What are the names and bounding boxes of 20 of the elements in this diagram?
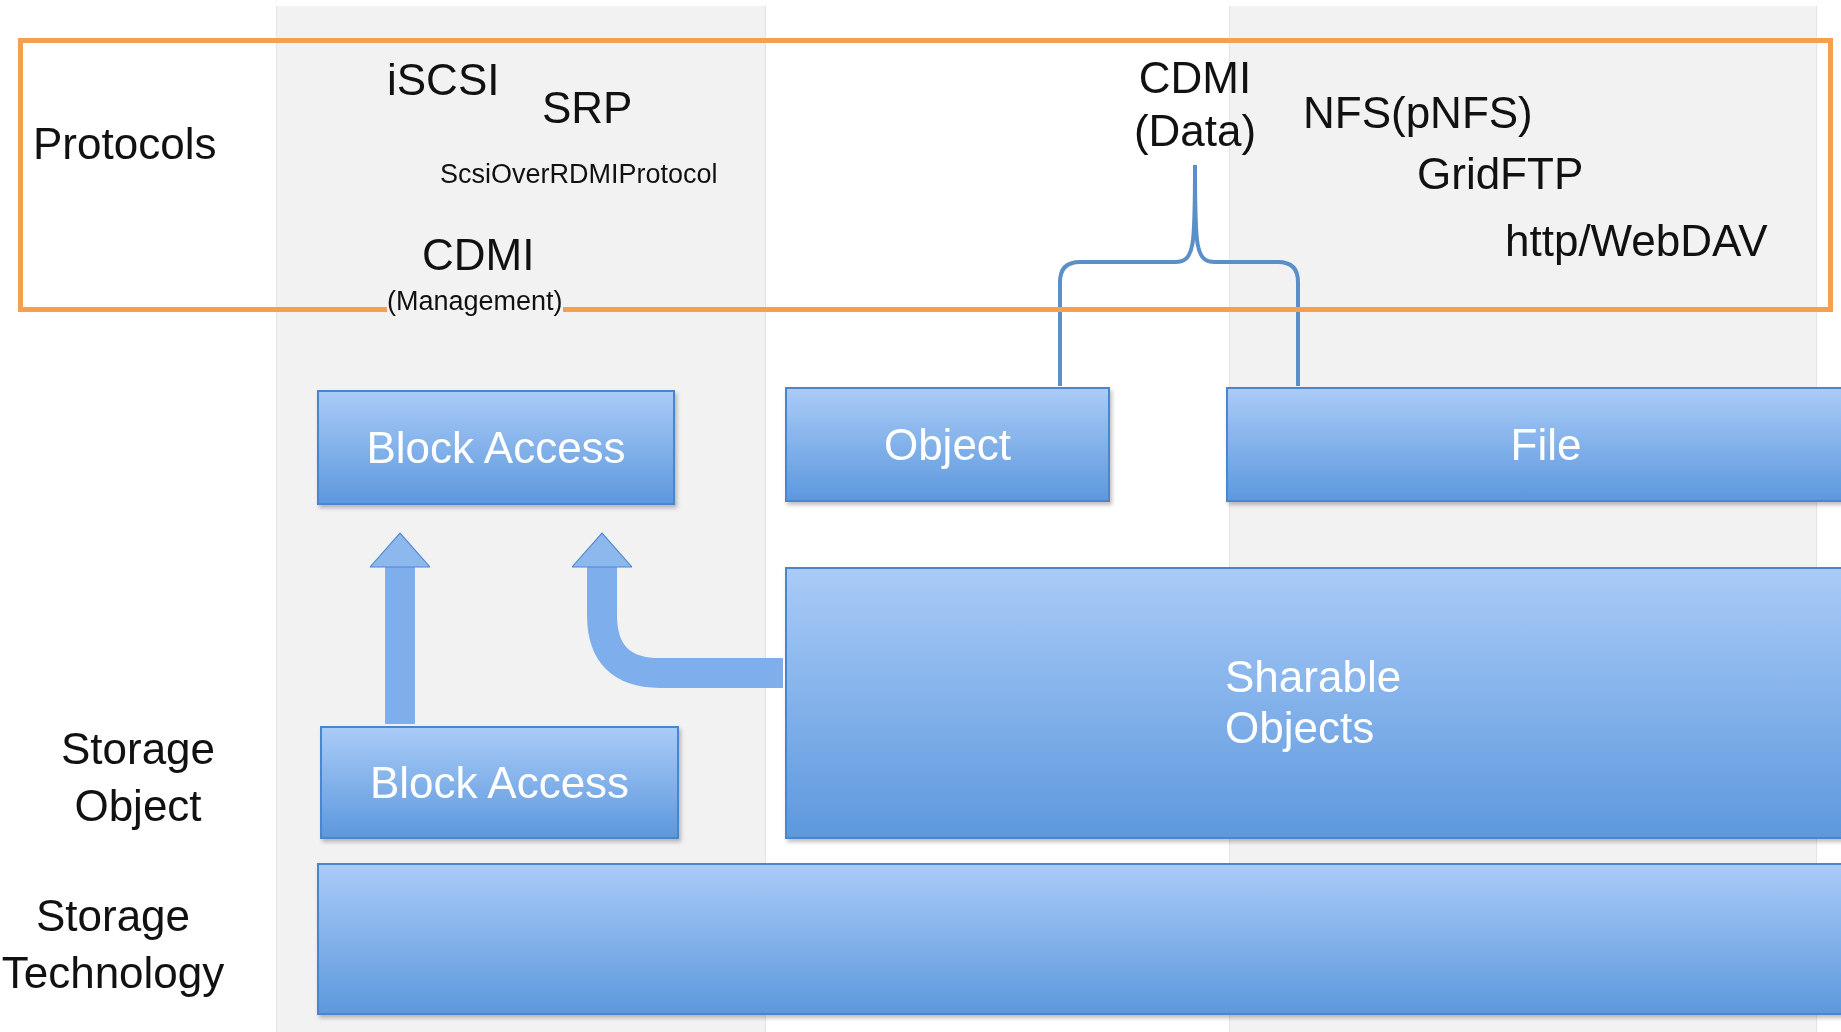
- protocol-name: NFS(pNFS): [1303, 91, 1533, 135]
- row-heading: Storage Technology: [0, 890, 226, 1000]
- block-arrow: [369, 532, 431, 724]
- layer-box: [785, 567, 1841, 839]
- protocol-name: iSCSI: [387, 58, 500, 102]
- layer-box: [317, 863, 1841, 1015]
- layer-box: File: [1226, 387, 1841, 502]
- block-arrow: [571, 532, 783, 688]
- row-heading: Protocols: [33, 119, 217, 169]
- protocol-description: (Management): [387, 288, 563, 315]
- protocol-name: SRP: [542, 86, 633, 130]
- protocol-name: GridFTP: [1417, 152, 1584, 196]
- protocol-name: http/WebDAV: [1505, 219, 1768, 263]
- protocol-name: CDMI (Data): [1105, 52, 1285, 162]
- layer-box: Object: [785, 387, 1110, 502]
- layer-box: Block Access: [320, 726, 679, 839]
- box-label: Sharable Objects: [1225, 652, 1403, 754]
- layer-box: Block Access: [317, 390, 675, 505]
- row-heading: Storage Object: [59, 723, 217, 833]
- protocol-name: CDMI: [422, 233, 535, 277]
